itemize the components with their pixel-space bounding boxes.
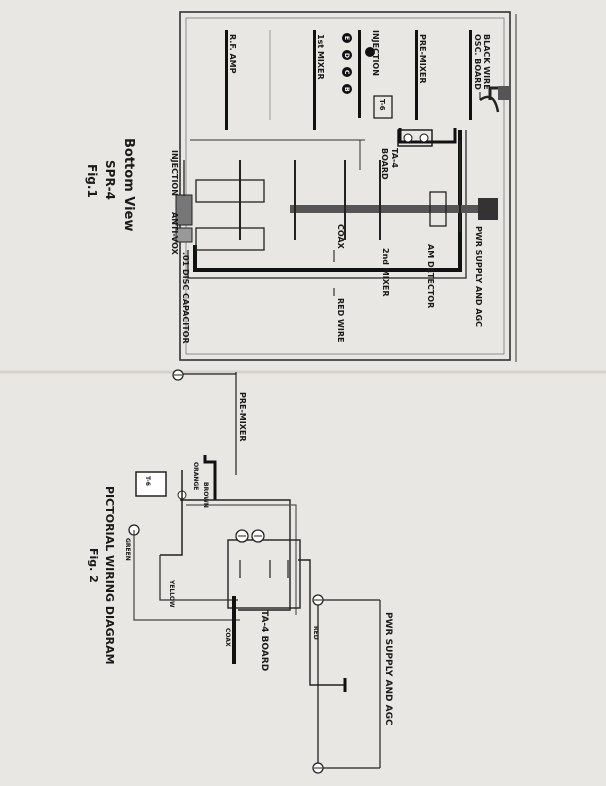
label-fig2-pre-mixer: PRE-MIXER (238, 392, 247, 442)
fig1-bottom-view: BLACK WIRE OSC. BOARD PRE-MIXER INJECTIO… (85, 11, 517, 362)
label-pwr-agc: PWR SUPPLY AND AGC (474, 226, 483, 327)
coil-letter-c: C (343, 70, 350, 75)
fig1-title-line1: Bottom View (121, 138, 136, 231)
red-wire (298, 559, 345, 686)
capacitor-upper (195, 179, 265, 203)
label-fig2-pwr-agc: PWR SUPPLY AND AGC (383, 612, 393, 726)
label-green: GREEN (124, 538, 131, 561)
brown-wire-b (186, 504, 297, 615)
coil-letter-d: D (343, 53, 350, 58)
injection-mixer-bar (358, 30, 361, 118)
label-black-wire: BLACK WIRE (482, 34, 491, 90)
label-osc-board: OSC. BOARD (473, 34, 482, 90)
ta4-link (398, 128, 457, 144)
coil-extra (365, 47, 375, 57)
chassis-outline (179, 11, 511, 361)
ta4-screw-1 (403, 133, 413, 143)
label-red-wire: RED WIRE (336, 298, 345, 342)
red-wire-harness (187, 130, 467, 279)
label-disc-capacitor: .01 DISC CAPACITOR (181, 252, 190, 344)
label-injection-top: INJECTION (371, 30, 380, 76)
ta4-board-fig2 (227, 539, 301, 609)
orange-wire (203, 455, 217, 500)
label-anti-vox: ANTI-VOX (170, 212, 179, 256)
chassis-inner-outline (185, 17, 505, 355)
anti-vox-jack (175, 227, 193, 243)
label-am-detector: AM DETECTOR (426, 244, 435, 308)
t6-box (373, 95, 393, 119)
coil-letter-b: B (343, 87, 350, 92)
yellow-wire-a (160, 470, 183, 556)
label-fig2-coax: COAX (224, 628, 231, 647)
coax-harness (193, 130, 462, 272)
label-injection-bottom: INJECTION (170, 150, 179, 196)
green-wire (133, 530, 240, 621)
black-wire-loop (479, 95, 500, 113)
coil-letter-e: E (343, 36, 350, 40)
ta4-screw-2 (419, 133, 429, 143)
chassis-bracket (498, 86, 510, 100)
fig2-title-line1: PICTORIAL WIRING DIAGRAM (103, 486, 116, 665)
ta4-board (397, 129, 433, 147)
label-fig2-ta4: TA-4 BOARD (259, 610, 269, 671)
t6-block (135, 471, 167, 497)
label-mixer2: 2nd MIXER (381, 248, 390, 297)
label-pre-mixer: PRE-MIXER (418, 34, 427, 84)
fig2-pictorial-wiring: PRE-MIXER ORANGE BROWN GREEN YELLOW COAX… (87, 369, 393, 774)
label-rf-amp: R.F. AMP (228, 34, 237, 74)
label-red: RED (312, 626, 319, 640)
mixer1-bar (313, 30, 316, 130)
label-yellow: YELLOW (168, 579, 175, 608)
fig1-title-line3: Fig.1 (85, 164, 99, 198)
label-t6: T-6 (378, 99, 386, 111)
osc-board-bar (469, 30, 472, 120)
label-ta4-line1: TA-4 (390, 148, 399, 168)
shaft-coupler (429, 191, 447, 227)
fig1-title-line2: SPR-4 (103, 160, 117, 200)
shaft-knob (478, 198, 498, 220)
pre-mixer-bar (415, 30, 418, 120)
coil-e (342, 33, 352, 43)
label-fig2-t6: T-6 (144, 476, 151, 486)
label-coax: COAX (336, 224, 345, 250)
coil-d (342, 50, 352, 60)
label-ta4-line2: BOARD (380, 148, 389, 180)
label-brown: BROWN (202, 482, 209, 508)
coil-b (342, 84, 352, 94)
tuning-shaft (290, 205, 490, 213)
yellow-wire-b (159, 555, 238, 601)
capacitor-lower (195, 227, 265, 251)
label-orange: ORANGE (192, 462, 199, 490)
label-mixer1: 1st MIXER (316, 34, 325, 80)
coil-c (342, 67, 352, 77)
rf-amp-bar (225, 30, 228, 130)
brown-wire (180, 499, 291, 611)
fig2-title-line2: Fig. 2 (87, 548, 100, 583)
